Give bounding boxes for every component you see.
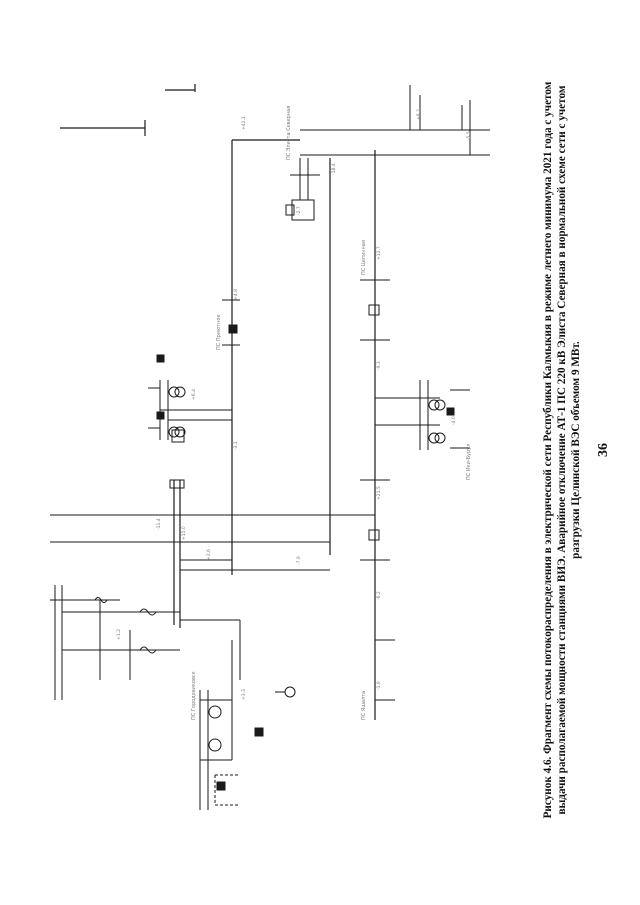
substation-lower-left — [199, 686, 296, 810]
substation-top — [285, 158, 320, 221]
svg-text:-1.9: -1.9 — [376, 681, 382, 690]
page-number: 36 — [596, 443, 611, 457]
substation-right — [360, 279, 470, 561]
svg-text:-6.2: -6.2 — [376, 591, 382, 600]
horizontal-lines — [50, 85, 490, 760]
svg-text:-9.3: -9.3 — [376, 361, 382, 370]
svg-text:-5.5: -5.5 — [466, 131, 472, 140]
caption-line-2: выдачи располагаемой мощности станциями … — [556, 85, 568, 815]
svg-text:-3.1: -3.1 — [233, 441, 239, 450]
svg-text:-4.0: -4.0 — [451, 416, 457, 425]
caption-line-1: Рисунок 4.6. Фрагмент схемы потокораспре… — [542, 81, 554, 819]
figure-caption: Рисунок 4.6. Фрагмент схемы потокораспре… — [541, 60, 583, 840]
svg-text:+6.4: +6.4 — [191, 389, 197, 400]
substation-label: ПС Элиста Северная — [286, 106, 292, 160]
svg-text:+2.6: +2.6 — [206, 549, 212, 560]
svg-text:+4.8: +4.8 — [233, 289, 239, 300]
flow-labels: +42.1 -18.4 +12.7 -9.3 +21.5 -6.2 +4.8 -… — [116, 109, 472, 700]
substation-label: ПС Целинная — [361, 240, 367, 275]
feeder-lines — [60, 84, 376, 720]
substation-labels: ПС Элиста Северная ПС Целинная ПС Приютн… — [191, 106, 472, 720]
substation-label: ПС Яшалта — [361, 691, 367, 720]
svg-text:-18.4: -18.4 — [331, 163, 337, 175]
svg-text:+21.5: +21.5 — [376, 486, 382, 500]
substation-label: ПС Приютное — [216, 314, 222, 350]
svg-text:+8.2: +8.2 — [416, 109, 422, 120]
svg-text:+1.2: +1.2 — [116, 629, 122, 640]
substation-upper — [148, 299, 240, 489]
caption-line-3: разгрузки Целинской ВЭС объемом 9 МВт. — [570, 341, 582, 559]
svg-text:+12.7: +12.7 — [376, 246, 382, 260]
left-cluster — [50, 585, 180, 700]
svg-text:+42.1: +42.1 — [241, 116, 247, 130]
substation-label: ПС Городовиковск — [191, 671, 197, 720]
substation-label: ПС Ики-Бурул — [466, 444, 472, 480]
svg-text:-11.4: -11.4 — [156, 518, 162, 530]
svg-text:-2.7: -2.7 — [296, 206, 302, 215]
svg-text:+3.3: +3.3 — [241, 689, 247, 700]
svg-text:-7.9: -7.9 — [296, 556, 302, 565]
svg-text:+15.0: +15.0 — [181, 526, 187, 540]
